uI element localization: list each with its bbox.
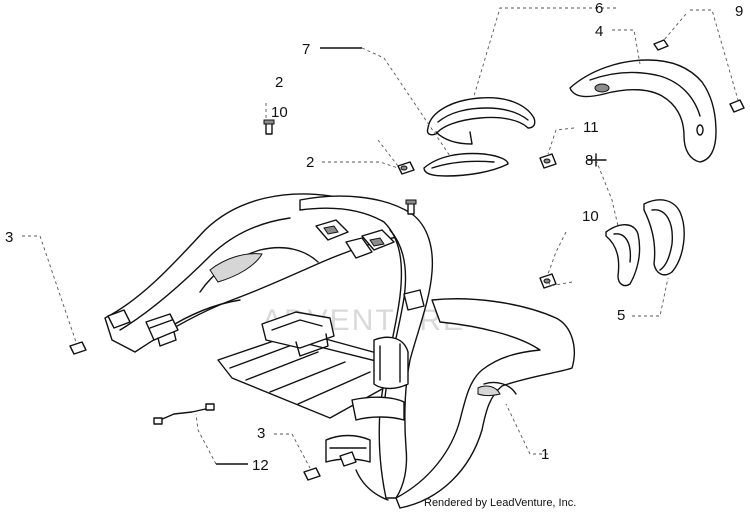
callout-5: 5 [617,307,625,324]
callout-1: 1 [541,446,549,463]
render-credit: Rendered by LeadVenture, Inc. [424,497,576,509]
clip-part-3-bottom [303,467,321,481]
callout-12: 12 [252,457,269,474]
callout-11: 11 [583,119,599,136]
pad-part-7 [423,152,509,177]
callout-3-bottom: 3 [257,425,265,442]
callout-2-top: 2 [275,74,283,91]
callout-4: 4 [595,23,603,40]
callout-8: 8 [585,152,593,169]
callout-2-mid: 2 [306,154,314,171]
screw-part-2-mid [405,199,417,215]
callout-10-right: 10 [582,208,599,225]
side-pad-part-5 [643,199,685,276]
screw-part-9-top [653,39,669,51]
callout-3-left: 3 [5,229,13,246]
screw-part-9-bottom [729,99,745,113]
nut-part-2 [397,161,415,175]
screw-part-2-top [263,119,275,135]
main-body-panel [104,193,575,509]
side-pad-part-10 [605,224,641,287]
grab-rail-part-6 [426,97,536,145]
callout-9: 9 [735,3,743,20]
callout-6: 6 [595,0,603,17]
nut-part-10-lower [539,273,557,289]
clip-part-3-left [69,341,87,355]
wire-part-12 [153,403,215,425]
leader-lines [22,7,739,469]
callout-7: 7 [302,41,310,58]
grab-handle-part-4 [569,59,717,163]
nut-part-11 [539,153,557,169]
callout-10-top: 10 [271,104,288,121]
